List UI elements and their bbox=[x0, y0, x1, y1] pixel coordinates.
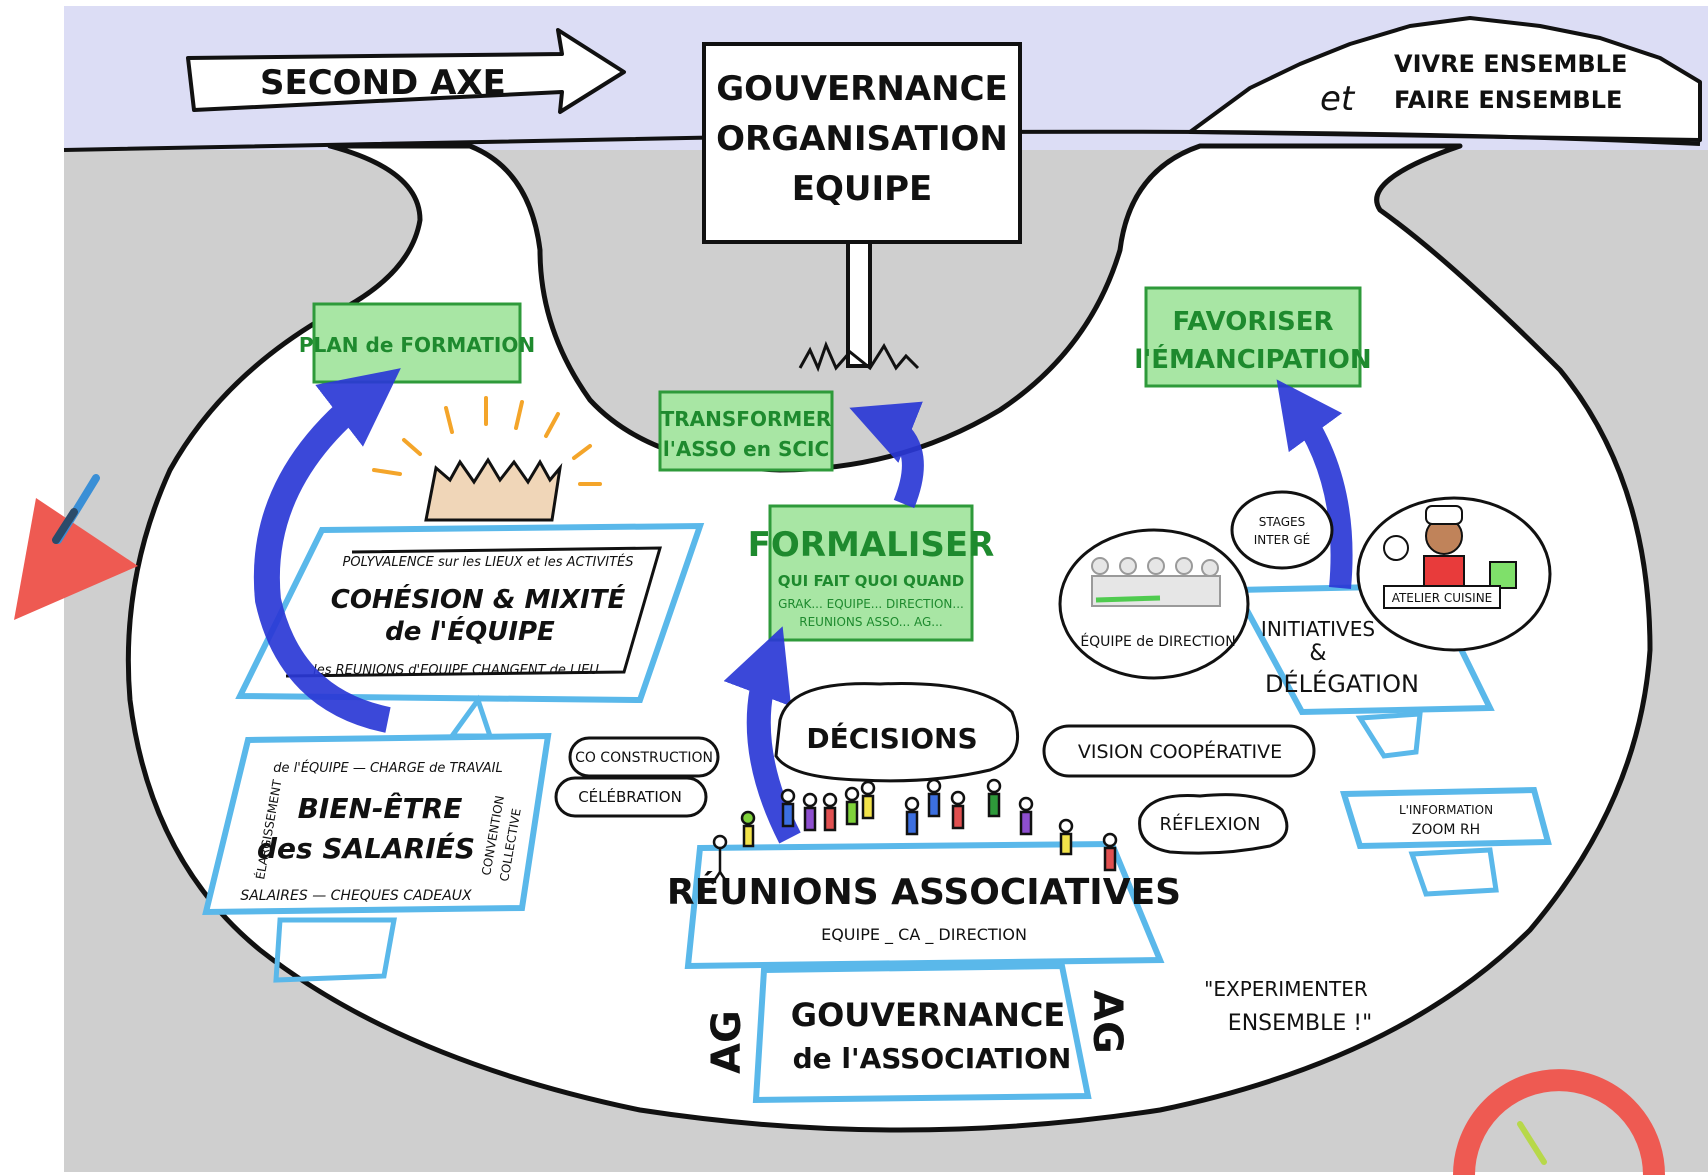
arrow-to-plan-formation bbox=[253, 368, 401, 733]
mountain bbox=[1188, 16, 1702, 142]
initiatives-amp: & bbox=[1309, 641, 1326, 666]
mountain-caption: VIVRE ENSEMBLE et FAIRE ENSEMBLE bbox=[1320, 50, 1627, 119]
red-ring-decoration bbox=[1453, 1069, 1665, 1175]
cook-hat bbox=[1425, 505, 1463, 525]
bien-etre-title-2: des SALARIÉS bbox=[257, 831, 475, 865]
initiatives-line-2: DÉLÉGATION bbox=[1265, 669, 1419, 698]
experimenter-line-1: "EXPERIMENTER bbox=[1204, 977, 1368, 1001]
cheering-crowd-illustration bbox=[372, 396, 602, 522]
bien-etre-top: de l'ÉQUIPE — CHARGE de TRAVAIL bbox=[273, 760, 502, 776]
ag-right: AG bbox=[1084, 990, 1130, 1054]
ag-left: AG bbox=[704, 1010, 750, 1074]
formaliser-line-3: REUNIONS ASSO... AG... bbox=[799, 615, 942, 629]
vision-label: VISION COOPÉRATIVE bbox=[1078, 740, 1282, 763]
reunions-title: RÉUNIONS ASSOCIATIVES bbox=[667, 871, 1181, 913]
signpost-line-2: ORGANISATION bbox=[716, 119, 1008, 159]
person-figure bbox=[822, 792, 838, 832]
reflexion-label: RÉFLEXION bbox=[1160, 813, 1261, 835]
green-stroke-decoration bbox=[1517, 1121, 1547, 1165]
signpost: GOUVERNANCE ORGANISATION EQUIPE bbox=[702, 42, 1022, 373]
dark-stroke-decoration bbox=[52, 508, 78, 544]
cohesion-title-1: COHÉSION & MIXITÉ bbox=[331, 583, 626, 615]
person-figure bbox=[710, 834, 730, 885]
mountain-et: et bbox=[1320, 79, 1356, 119]
gouvernance-line-1: GOUVERNANCE bbox=[791, 996, 1065, 1034]
arrow-to-formaliser bbox=[723, 626, 801, 844]
person-figure bbox=[780, 788, 796, 828]
cohesion-title-2: de l'ÉQUIPE bbox=[385, 615, 555, 647]
person-figure bbox=[802, 792, 818, 832]
atelier-label: ATELIER CUISINE bbox=[1392, 591, 1493, 605]
person-figure bbox=[1058, 818, 1074, 856]
favoriser-box: FAVORISER l'ÉMANCIPATION bbox=[1134, 286, 1372, 388]
stages-line-1: STAGES bbox=[1259, 515, 1306, 529]
mountain-line-2: FAIRE ENSEMBLE bbox=[1394, 86, 1622, 114]
stages-line-2: INTER GÉ bbox=[1254, 532, 1310, 547]
arrow-to-favoriser bbox=[1276, 379, 1353, 590]
co-construction-label: CO CONSTRUCTION bbox=[575, 750, 713, 766]
person-figure bbox=[926, 778, 942, 818]
person-figure bbox=[950, 790, 966, 830]
second-axe-arrow: SECOND AXE bbox=[186, 28, 626, 114]
bottom-margin bbox=[0, 1172, 1708, 1175]
atelier-cuisine-bubble: ATELIER CUISINE bbox=[1356, 496, 1552, 652]
co-construction-bubble: CO CONSTRUCTION bbox=[568, 736, 720, 778]
person-figure bbox=[986, 778, 1002, 818]
favoriser-line-2: l'ÉMANCIPATION bbox=[1134, 343, 1371, 375]
person-figure bbox=[904, 796, 920, 836]
experimenter-quote: "EXPERIMENTER ENSEMBLE !" bbox=[1204, 977, 1372, 1036]
formaliser-line-2: GRAK... EQUIPE... DIRECTION... bbox=[778, 597, 964, 611]
meeting-people-crowd bbox=[710, 778, 1118, 885]
decisions-bubble: DÉCISIONS bbox=[774, 682, 1020, 783]
bien-etre-title-1: BIEN-ÊTRE bbox=[298, 791, 463, 825]
top-margin bbox=[0, 0, 1708, 6]
formaliser-box: FORMALISER QUI FAIT QUOI QUAND GRAK... E… bbox=[748, 504, 995, 642]
reunions-subtitle: EQUIPE _ CA _ DIRECTION bbox=[821, 925, 1027, 945]
signpost-line-1: GOUVERNANCE bbox=[716, 69, 1008, 109]
formaliser-title: FORMALISER bbox=[748, 525, 995, 565]
pot-icon bbox=[1489, 561, 1517, 589]
cook-body bbox=[1423, 555, 1465, 591]
celebration-label: CÉLÉBRATION bbox=[578, 787, 682, 806]
bien-etre-bottom: SALAIRES — CHEQUES CADEAUX bbox=[240, 888, 472, 904]
celebration-bubble: CÉLÉBRATION bbox=[554, 776, 708, 818]
experimenter-line-2: ENSEMBLE !" bbox=[1228, 1011, 1372, 1036]
initiatives-line-1: INITIATIVES bbox=[1261, 617, 1375, 641]
equipe-direction-label: ÉQUIPE de DIRECTION bbox=[1080, 633, 1235, 650]
information-line-1: L'INFORMATION bbox=[1399, 803, 1493, 817]
reunions-platform: RÉUNIONS ASSOCIATIVES EQUIPE _ CA _ DIRE… bbox=[667, 840, 1181, 970]
decisions-label: DÉCISIONS bbox=[806, 721, 977, 755]
bien-etre-platform: de l'ÉQUIPE — CHARGE de TRAVAIL ÉLARGISS… bbox=[202, 732, 552, 983]
cohesion-bottom: les REUNIONS d'EQUIPE CHANGENT de LIEU bbox=[313, 663, 599, 678]
frying-pan-icon bbox=[1383, 535, 1409, 561]
second-axe-label: SECOND AXE bbox=[260, 63, 506, 103]
formaliser-line-1: QUI FAIT QUOI QUAND bbox=[778, 572, 964, 590]
plan-formation-label: PLAN de FORMATION bbox=[299, 333, 535, 357]
transformer-box: TRANSFORMER l'ASSO en SCIC bbox=[658, 390, 834, 472]
equipe-direction-bubble: ÉQUIPE de DIRECTION bbox=[1058, 528, 1250, 680]
person-figure bbox=[844, 786, 860, 826]
transformer-line-2: l'ASSO en SCIC bbox=[663, 437, 829, 461]
information-line-2: ZOOM RH bbox=[1412, 822, 1480, 838]
stages-bubble: STAGES INTER GÉ bbox=[1230, 490, 1334, 570]
gouvernance-line-2: de l'ASSOCIATION bbox=[793, 1042, 1072, 1075]
transformer-line-1: TRANSFORMER bbox=[661, 407, 832, 431]
reflexion-bubble: RÉFLEXION bbox=[1138, 793, 1289, 855]
arrow-to-transformer bbox=[849, 401, 924, 509]
vision-bubble: VISION COOPÉRATIVE bbox=[1042, 724, 1316, 778]
mountain-line-1: VIVRE ENSEMBLE bbox=[1394, 50, 1627, 78]
signpost-line-3: EQUIPE bbox=[792, 169, 933, 209]
cohesion-platform: POLYVALENCE sur les LIEUX et les ACTIVIT… bbox=[235, 522, 705, 739]
information-platform: L'INFORMATION ZOOM RH bbox=[1339, 786, 1552, 897]
person-figure bbox=[860, 780, 876, 820]
person-figure bbox=[1102, 832, 1118, 872]
plan-formation-box: PLAN de FORMATION bbox=[299, 302, 535, 384]
red-triangle-decoration bbox=[14, 498, 138, 620]
cohesion-top: POLYVALENCE sur les LIEUX et les ACTIVIT… bbox=[343, 554, 634, 570]
favoriser-line-1: FAVORISER bbox=[1172, 307, 1333, 337]
person-figure bbox=[740, 810, 756, 848]
gouvernance-platform: GOUVERNANCE de l'ASSOCIATION AG AG bbox=[704, 962, 1130, 1104]
person-figure bbox=[1018, 796, 1034, 836]
